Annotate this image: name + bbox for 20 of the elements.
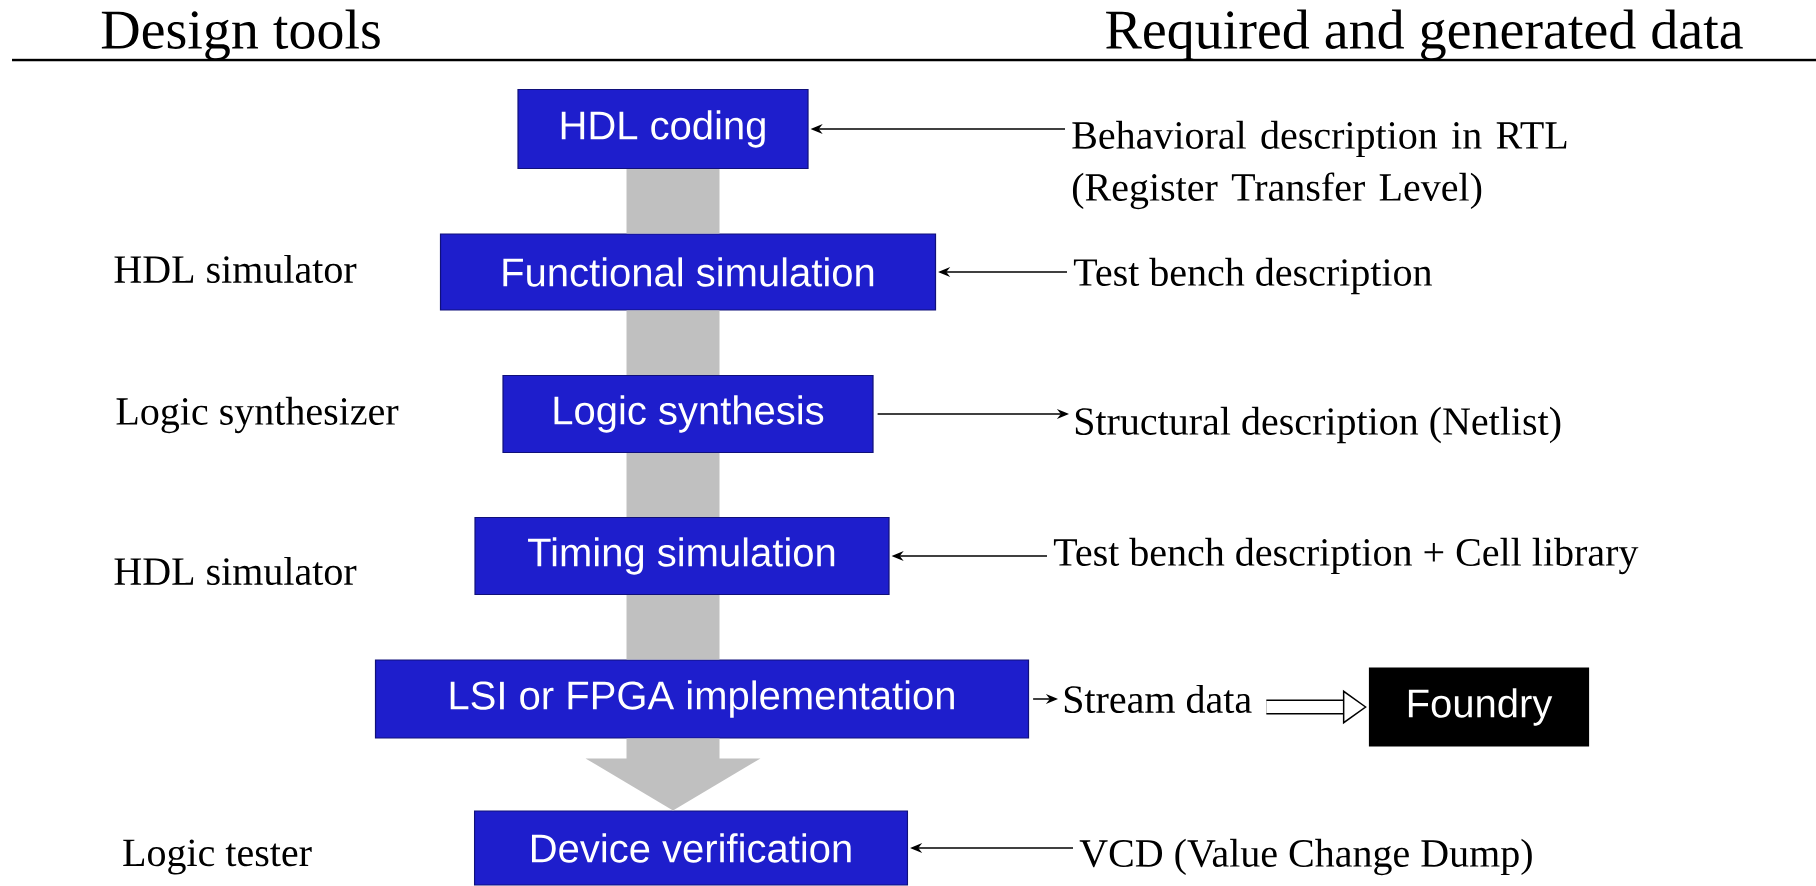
column-heading: Design tools <box>101 9 380 61</box>
process-box: Functional simulation <box>439 233 937 311</box>
column-heading: Required and generated data <box>1106 9 1743 61</box>
process-box: Device verification <box>473 810 909 886</box>
flow-arrow <box>585 738 761 811</box>
data-text: VCD (Value Change Dump) <box>1079 838 1532 876</box>
process-box: Logic synthesis <box>502 374 874 454</box>
data-text: Structural description (Netlist) <box>1075 406 1561 444</box>
tool-label: Logic tester <box>123 839 312 875</box>
destination-box: Foundry <box>1368 667 1590 747</box>
tool-label: Logic synthesizer <box>116 396 399 434</box>
process-box: LSI or FPGA implementation <box>374 659 1030 739</box>
data-text: Behavioral description in RTL (Register Transfer Level) <box>1072 120 1567 210</box>
tool-label: HDL simulator <box>114 254 357 284</box>
tool-label: HDL simulator <box>114 556 357 586</box>
process-box: HDL coding <box>517 88 809 170</box>
data-text: Stream data <box>1064 684 1252 714</box>
process-box: Timing simulation <box>474 516 890 596</box>
data-text: Test bench description <box>1073 257 1432 295</box>
data-text: Test bench description + Cell library <box>1053 537 1639 575</box>
